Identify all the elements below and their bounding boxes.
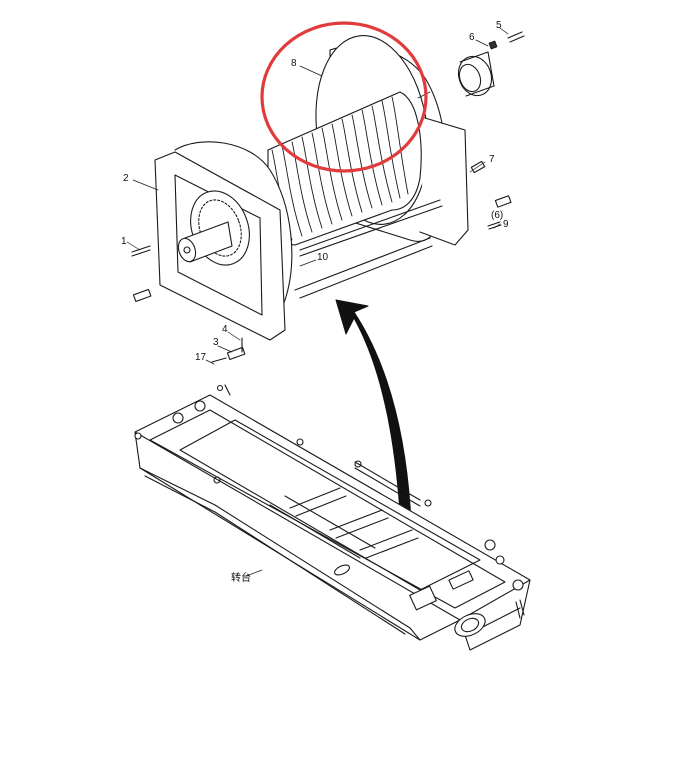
bolt-1 [131,245,151,257]
shaft-bolt [183,246,191,254]
pin-right [494,195,512,208]
label-part-7: 7 [489,154,495,165]
bolt-5 [507,31,525,43]
label-part-1: 1 [121,236,127,247]
end-cap-inner [458,63,482,93]
label-part-3: 3 [213,337,219,348]
winch-assembly [126,27,525,365]
pin-3 [226,346,246,361]
right-side-plate [419,117,469,246]
label-part-9: 9 [503,219,509,230]
pin-left [132,288,152,303]
leader-lines [126,27,509,365]
label-turntable: 转台 [231,573,251,584]
washer-6 [488,40,498,50]
label-part-17: 17 [195,352,207,363]
label-part-8: 8 [291,58,297,69]
tie-rod [294,237,433,299]
label-part-10: 10 [317,252,329,263]
label-part-6-ref: (6) [491,210,504,221]
shaft-end [177,237,197,263]
label-part-5: 5 [496,20,502,31]
label-part-4: 4 [222,324,228,335]
upper-tie [299,199,443,257]
turntable-frame [134,384,531,651]
highlight-circle [260,21,428,173]
end-cap-body [459,51,495,97]
label-part-6: 6 [469,32,475,43]
label-part-2: 2 [123,173,129,184]
end-cap-outer [457,55,493,97]
bolt-17 [211,357,227,363]
